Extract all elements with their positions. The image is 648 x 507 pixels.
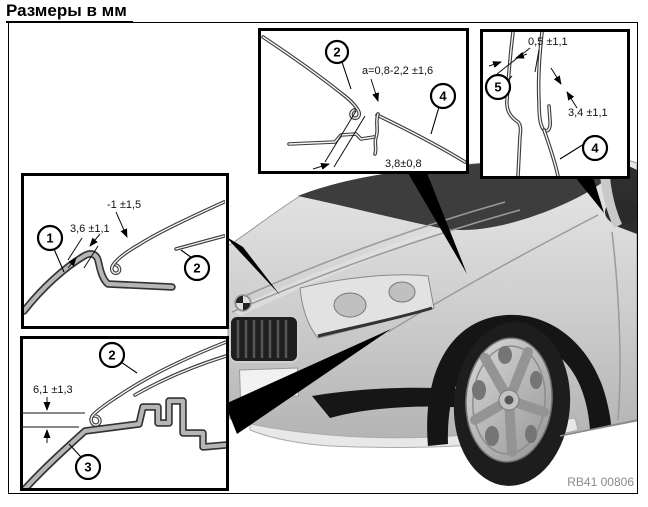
kidney-grille bbox=[229, 315, 299, 363]
dim-extension-lines bbox=[324, 110, 366, 168]
callout-bumper: 1 bbox=[36, 224, 65, 273]
section-fender-edge-core bbox=[506, 32, 522, 176]
leader-arrow-a-pillar bbox=[575, 177, 604, 213]
dim-gap-label: 6,1 ±1,3 bbox=[33, 384, 73, 396]
callout-fender: 4 bbox=[429, 82, 457, 135]
section-bumper-profile-core bbox=[24, 251, 175, 314]
sill-line bbox=[559, 419, 637, 437]
dim-offset-arrow bbox=[312, 163, 330, 170]
svg-text:2: 2 bbox=[333, 45, 340, 60]
svg-text:5: 5 bbox=[494, 80, 501, 95]
section-door-lower-core bbox=[543, 129, 559, 176]
section-fender-flange-core bbox=[374, 113, 379, 155]
dim-offset-label: -1 ±1,5 bbox=[107, 199, 141, 211]
figure-code: RB41 00806 bbox=[567, 475, 634, 489]
dim-gap-label: a=0,8-2,2 ±1,6 bbox=[362, 65, 433, 77]
door-shut-line bbox=[611, 231, 621, 421]
dim-gap-label: 0,5 ±1,1 bbox=[528, 36, 568, 48]
wheel-pockets bbox=[472, 346, 542, 446]
section-grille-edge-core bbox=[175, 235, 225, 250]
headlight-eyeline bbox=[317, 306, 433, 338]
inset-hood-side-section: a=0,8-2,2 ±1,6 3,8±0,8 2 4 bbox=[258, 28, 469, 174]
dim-gap-lines bbox=[23, 412, 85, 428]
section-hood-reinforcement-core bbox=[134, 355, 226, 396]
dim-depth-label: 3,4 ±1,1 bbox=[568, 107, 608, 119]
section-grille-support-core bbox=[23, 398, 226, 488]
fender-character-line bbox=[387, 214, 599, 333]
dim-gap-arrow-left bbox=[488, 61, 502, 68]
leader-arrow-headlight bbox=[225, 329, 391, 434]
hood-crease-right bbox=[231, 209, 521, 313]
headlight-lens-outer bbox=[388, 281, 416, 303]
dim-depth-arrow-a bbox=[550, 67, 562, 85]
section-hood-outer-panel-core bbox=[262, 36, 360, 119]
dim-gap-arrow-a bbox=[67, 257, 77, 269]
leader-arrow-hood-front bbox=[225, 236, 280, 295]
headlight-lens-inner bbox=[333, 292, 367, 318]
section-door-hem-core bbox=[537, 32, 551, 132]
section-fender-panel-core bbox=[376, 114, 466, 163]
section-grille-support bbox=[23, 397, 226, 488]
svg-text:2: 2 bbox=[193, 261, 200, 276]
dim-offset-label: 3,8±0,8 bbox=[385, 158, 422, 170]
callout-hood: 2 bbox=[180, 249, 211, 282]
wheel-center-cap bbox=[504, 395, 514, 405]
dim-gap-label: 3,6 ±1,1 bbox=[70, 223, 110, 235]
callout-door: 4 bbox=[559, 134, 609, 162]
svg-text:4: 4 bbox=[591, 141, 599, 156]
rim-ring bbox=[472, 345, 546, 455]
car-hood-highlight bbox=[232, 198, 545, 316]
dim-gap-ext bbox=[496, 47, 540, 75]
leader-arrows bbox=[225, 173, 604, 434]
section-hood-edge-core bbox=[90, 341, 226, 426]
dim-gap-arrow-b bbox=[89, 233, 101, 247]
section-lower-bracket-core bbox=[288, 133, 375, 145]
dim-depth-arrow-b bbox=[566, 91, 578, 109]
bmw-roundel-quadrants bbox=[236, 296, 250, 310]
inset-hood-grille-section: 6,1 ±1,3 2 3 bbox=[20, 336, 229, 491]
dim-gap-arrow-right bbox=[515, 51, 528, 59]
dim-gap-leader bbox=[370, 78, 379, 102]
callout-hood: 2 bbox=[98, 341, 138, 374]
svg-text:3: 3 bbox=[84, 460, 91, 475]
svg-text:4: 4 bbox=[439, 89, 447, 104]
dim-gap-ext bbox=[67, 237, 99, 269]
inset-fender-door-section: 0,5 ±1,1 3,4 ±1,1 5 4 bbox=[480, 29, 630, 179]
svg-text:1: 1 bbox=[46, 231, 53, 246]
dim-offset-leader bbox=[115, 211, 128, 238]
callout-bumper: 3 bbox=[68, 443, 102, 481]
svg-text:2: 2 bbox=[108, 348, 115, 363]
inset-bumper-hood-section: -1 ±1,5 3,6 ±1,1 1 2 bbox=[21, 173, 229, 329]
callout-fender: 5 bbox=[484, 73, 513, 101]
leader-arrow-hood-side bbox=[408, 173, 467, 274]
section-hood-front-edge-core bbox=[111, 201, 225, 274]
callout-hood: 2 bbox=[324, 39, 352, 90]
grille-slats bbox=[236, 320, 288, 358]
